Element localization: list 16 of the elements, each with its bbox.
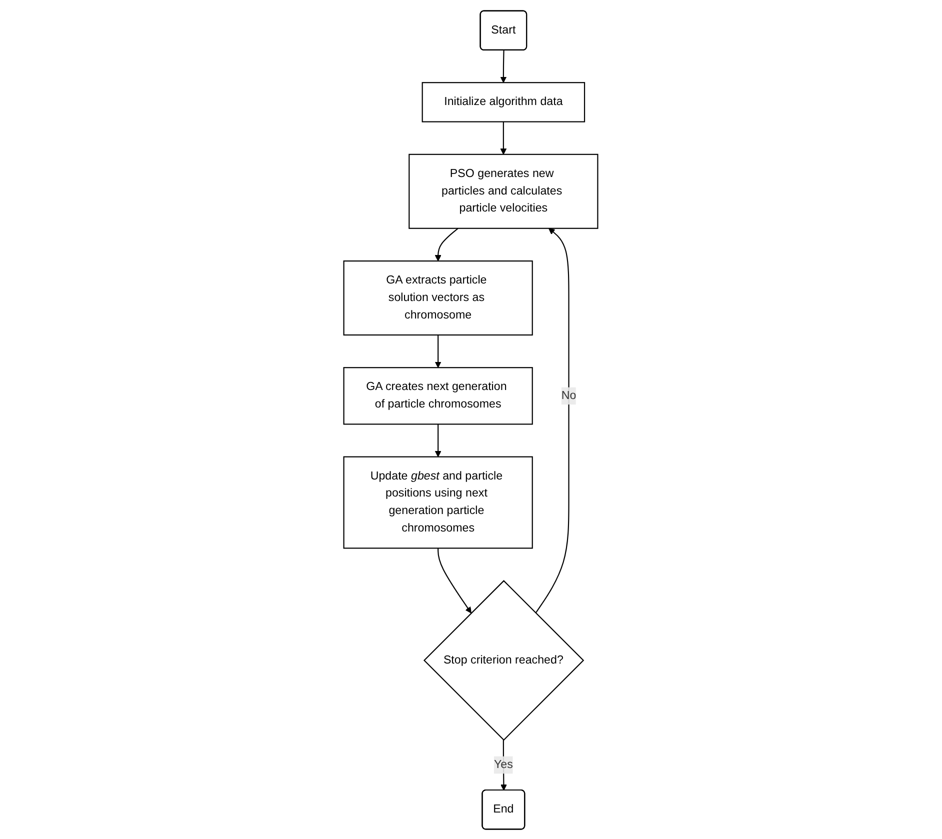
arrow <box>435 334 442 368</box>
arrow <box>500 121 507 154</box>
node-box: Initialize algorithm data <box>422 82 586 122</box>
edge-label: Yes <box>494 758 514 770</box>
node-diamond: Stop criterion reached? <box>424 580 584 740</box>
arrow <box>535 228 570 613</box>
node-box: GA creates next generation of particle chromosomes <box>344 366 534 424</box>
node-box: PSO generates new particles and calculates particle velocities <box>408 153 598 228</box>
node-box: GA extracts particle solution vectors as chromosome <box>344 260 534 336</box>
arrow <box>435 424 442 457</box>
arrow <box>500 739 508 790</box>
arrow <box>500 50 507 82</box>
arrow <box>438 548 472 613</box>
node-box: Update gbest and particle positions using next generation particle chromosomes <box>344 456 534 548</box>
arrow <box>435 227 459 261</box>
edge-label: No <box>562 388 576 402</box>
